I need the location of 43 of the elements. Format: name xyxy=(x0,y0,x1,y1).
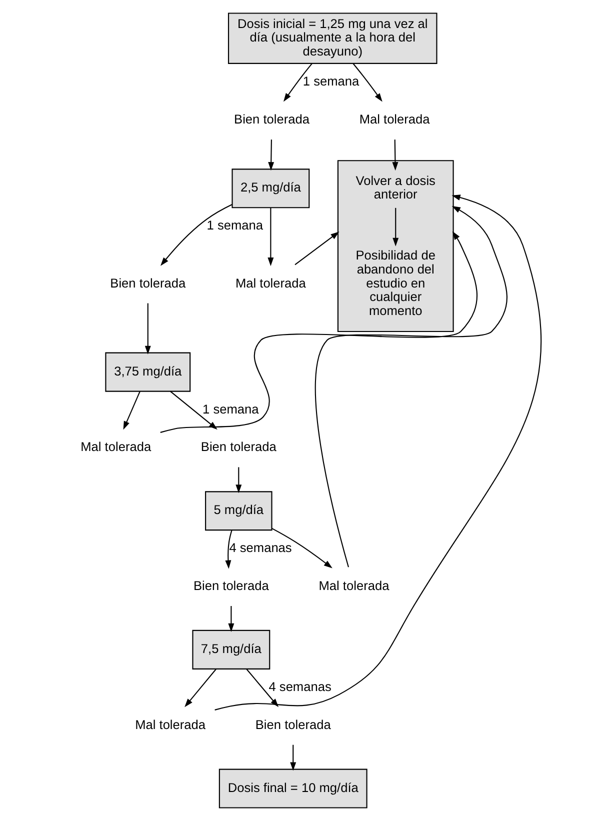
node-text: Bien tolerada xyxy=(254,716,330,732)
arrow xyxy=(144,302,150,354)
arrow xyxy=(267,207,274,266)
node-box: Dosis final = 10 mg/día xyxy=(218,768,367,808)
arrow xyxy=(160,230,477,432)
arrow xyxy=(314,205,507,567)
node-text: Bien tolerada xyxy=(200,438,276,454)
node-box: 7,5 mg/día xyxy=(192,629,270,669)
arrow xyxy=(184,668,216,707)
arrow xyxy=(271,527,332,568)
node-text: Mal tolerada xyxy=(358,110,430,126)
arrow xyxy=(160,204,232,266)
arrow xyxy=(392,207,398,246)
edge-label: 4 semanas xyxy=(228,540,292,555)
arrow xyxy=(268,139,274,170)
arrow xyxy=(294,231,339,265)
node-box: Dosis inicial = 1,25 mg una vez al día (usualmente a la hora del desayuno) xyxy=(227,12,437,64)
node-text: Bien tolerada xyxy=(234,110,309,126)
node-text: Mal tolerada xyxy=(80,438,151,454)
arrow xyxy=(228,606,234,632)
arrow xyxy=(214,194,541,710)
arrow xyxy=(224,530,232,568)
node-text: Mal tolerada xyxy=(134,716,206,732)
node-text: Volver a dosis anterior xyxy=(355,172,435,202)
arrow xyxy=(246,668,278,707)
arrow xyxy=(290,744,296,770)
node-box: 3,75 mg/día xyxy=(104,352,190,392)
arrow xyxy=(282,62,312,102)
edge-label: 4 semanas xyxy=(268,678,331,694)
node-box: 2,5 mg/día xyxy=(231,168,310,208)
node-text: Bien tolerada xyxy=(110,274,186,290)
arrow xyxy=(122,390,140,430)
edge-label: 1 semana xyxy=(302,72,359,88)
arrow xyxy=(392,139,398,170)
node-box: 5 mg/día xyxy=(204,490,272,530)
node-text: Posibilidad de abandono del estudio en cualquier momento xyxy=(355,247,435,318)
node-text: Mal tolerada xyxy=(318,578,389,592)
node-text: Mal tolerada xyxy=(234,274,306,290)
arrow xyxy=(352,62,382,102)
edge-label: 1 semana xyxy=(202,400,258,416)
edge-label: 1 semana xyxy=(206,217,263,232)
arrow xyxy=(235,466,242,493)
node-text: Bien tolerada xyxy=(192,578,268,592)
